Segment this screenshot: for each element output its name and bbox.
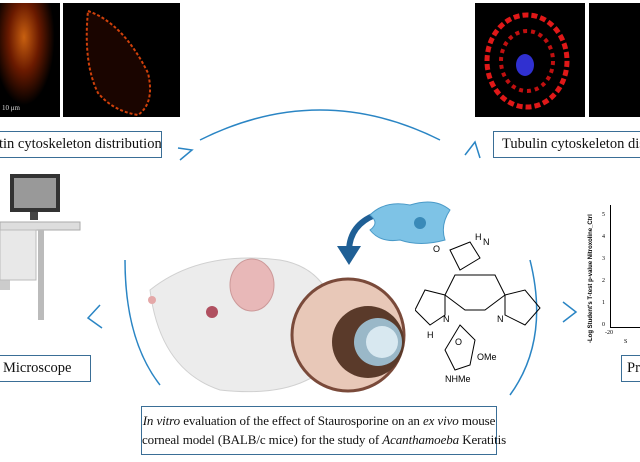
arrowhead-right bbox=[562, 301, 578, 323]
ytick: 3 bbox=[602, 256, 605, 262]
tubulin-cell bbox=[484, 12, 570, 110]
actin-cell-outline bbox=[85, 9, 151, 117]
left-arc bbox=[124, 259, 161, 386]
tubulin-image-1 bbox=[475, 3, 585, 117]
ytick: 4 bbox=[602, 234, 605, 240]
actin-label-box: tin cytoskeleton distribution bbox=[0, 131, 162, 158]
group-OMe: OMe bbox=[477, 352, 497, 362]
y-axis-label: -Log Student's T-test p-value Nitroxolin… bbox=[588, 214, 594, 343]
atom-H: H bbox=[427, 330, 434, 340]
tubulin-label: Tubulin cytoskeleton distr bbox=[502, 136, 640, 152]
microscope-label: Microscope bbox=[3, 360, 72, 376]
atom-N: N bbox=[497, 314, 504, 324]
proteomics-label-box: Pr bbox=[621, 355, 640, 382]
actin-image-1 bbox=[0, 3, 60, 117]
proteomics-label: Pr bbox=[627, 360, 640, 376]
arrowhead-top-left bbox=[177, 147, 194, 161]
group-NHMe: NHMe bbox=[445, 374, 471, 384]
caption-box: In vitro evaluation of the effect of Sta… bbox=[141, 406, 506, 455]
atom-N: N bbox=[443, 314, 450, 324]
microscope-illustration bbox=[0, 174, 81, 320]
top-arc bbox=[199, 109, 441, 141]
ytick: 1 bbox=[602, 300, 605, 306]
caption-line-1: In vitro evaluation of the effect of Sta… bbox=[142, 411, 496, 430]
right-arc bbox=[509, 259, 538, 396]
atom-H: H bbox=[475, 232, 482, 242]
y-axis bbox=[610, 205, 611, 327]
amoeba-icon bbox=[369, 201, 451, 244]
x-axis bbox=[610, 327, 640, 328]
caption-keratitis: Keratitis bbox=[459, 432, 507, 447]
atom-N: N bbox=[483, 237, 490, 247]
caption-text: mouse bbox=[458, 413, 496, 428]
arrowhead-top-right bbox=[464, 140, 481, 159]
tubulin-label-box: Tubulin cytoskeleton distr bbox=[493, 131, 640, 158]
caption-italic: Acanthamoeba bbox=[382, 432, 460, 447]
atom-O: O bbox=[433, 244, 440, 254]
actin-label: tin cytoskeleton distribution bbox=[0, 136, 162, 152]
mouse-illustration bbox=[148, 257, 340, 393]
arrow-down-icon bbox=[337, 212, 377, 265]
microscope-label-box: Microscope bbox=[0, 355, 91, 382]
atom-O: O bbox=[455, 337, 462, 347]
staurosporine-structure: O H N N H N O OMe NHMe bbox=[415, 232, 541, 384]
caption-text: corneal model (BALB/c mice) for the stud… bbox=[142, 432, 383, 447]
ytick: 5 bbox=[602, 212, 605, 218]
caption-italic: In vitro bbox=[142, 413, 181, 428]
caption-text: evaluation of the effect of Staurosporin… bbox=[180, 413, 423, 428]
eye-illustration bbox=[290, 277, 406, 393]
volcano-plot: -Log Student's T-test p-value Nitroxolin… bbox=[588, 195, 640, 345]
xtick: -20 bbox=[605, 330, 613, 336]
caption-line-2: corneal model (BALB/c mice) for the stud… bbox=[142, 430, 506, 449]
x-label-fragment: S bbox=[624, 339, 628, 345]
actin-image-2 bbox=[63, 3, 180, 117]
tubulin-image-2 bbox=[589, 3, 640, 117]
caption-italic: ex vivo bbox=[422, 413, 459, 428]
ytick: 0 bbox=[602, 322, 605, 328]
arrowhead-left bbox=[86, 304, 103, 329]
scale-bar-label: 10 μm bbox=[2, 104, 20, 112]
ytick: 2 bbox=[602, 278, 605, 284]
